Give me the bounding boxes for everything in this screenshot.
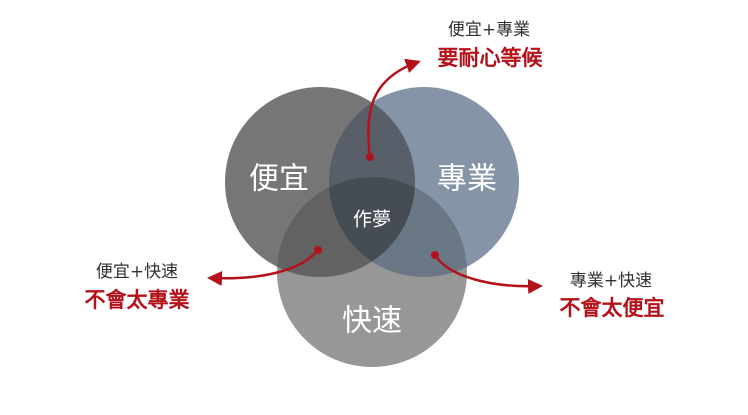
arrow-right <box>433 254 543 294</box>
arrow-top <box>367 58 421 158</box>
center-label: 作夢 <box>353 209 391 231</box>
combo-top-pair: 便宜+專業 <box>448 20 530 40</box>
arrow-left <box>207 249 319 286</box>
fast-label: 快速 <box>342 304 402 339</box>
combo-right-result: 不會太便宜 <box>560 296 665 320</box>
combo-left-result: 不會太專業 <box>85 288 191 312</box>
combo-left-pair: 便宜+快速 <box>96 262 178 282</box>
combo-right-pair: 專業+快速 <box>570 271 652 291</box>
cheap-label: 便宜 <box>249 162 309 197</box>
combo-top-result: 要耐心等候 <box>438 46 544 70</box>
professional-label: 專業 <box>437 162 497 197</box>
